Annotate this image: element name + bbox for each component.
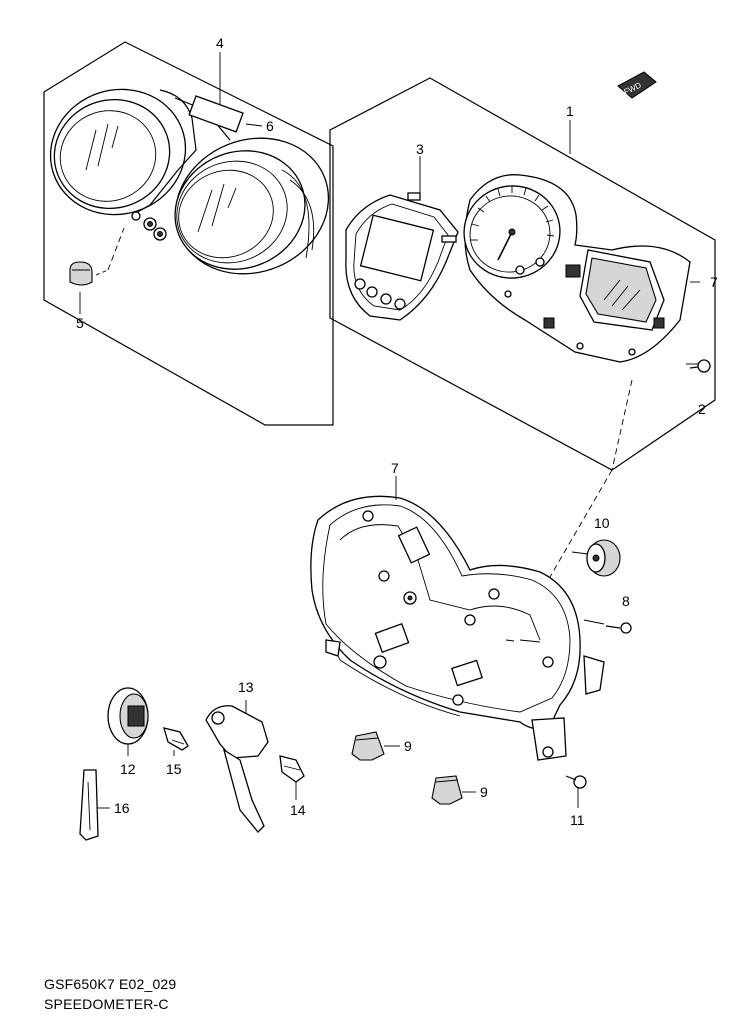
callout-labels: 1 2 3 4 5 6 7 7 8 9 9 10 11 12 13 14 15 …: [76, 35, 718, 828]
meter-assembly-part-4: [49, 88, 330, 275]
clamp-part-16: [79, 769, 110, 841]
callout-8: 8: [622, 593, 630, 609]
callout-2: 2: [698, 401, 706, 417]
lcd-bezel-part-3: [345, 192, 459, 321]
diagram-code: GSF650K7 E02_029: [44, 976, 177, 992]
bracket-part-13: [205, 700, 269, 833]
bolt-part-15: [163, 727, 189, 756]
cushion-part-9-upper: [351, 731, 385, 761]
callout-5: 5: [76, 315, 84, 331]
callout-3: 3: [416, 141, 424, 157]
cushion-part-9-lower: [431, 775, 463, 805]
callout-9-upper: 9: [404, 738, 412, 754]
callout-11: 11: [570, 812, 585, 828]
leader-lines: [79, 52, 700, 793]
callout-7-upper: 7: [710, 274, 718, 290]
bolt-part-14: [279, 755, 305, 800]
callout-6: 6: [266, 118, 274, 134]
rubber-cap-part-10: [571, 539, 621, 577]
callout-16: 16: [114, 800, 130, 816]
fwd-arrow-icon: FWD: [617, 71, 657, 99]
callout-1: 1: [566, 103, 574, 119]
bulb-part-5: [69, 227, 125, 286]
screw-part-8: [583, 619, 632, 634]
callout-12: 12: [120, 761, 136, 777]
screw-part-11: [565, 775, 587, 808]
tach-ticks: [471, 186, 555, 241]
assembly-4-frame: [43, 41, 334, 426]
callout-15: 15: [166, 761, 182, 777]
callout-7-lower: 7: [391, 460, 399, 476]
socket-part-12: [107, 687, 149, 756]
callout-10: 10: [594, 515, 610, 531]
callout-4: 4: [216, 35, 224, 51]
diagram-title: SPEEDOMETER-C: [44, 996, 169, 1012]
callout-14: 14: [290, 802, 306, 818]
meter-pcb-part-1: [463, 174, 691, 363]
screw-part-2: [686, 359, 711, 373]
lower-case-part-7: [310, 495, 605, 761]
callout-9-lower: 9: [480, 784, 488, 800]
callout-13: 13: [238, 679, 254, 695]
assembly-1-frame: [329, 77, 716, 471]
